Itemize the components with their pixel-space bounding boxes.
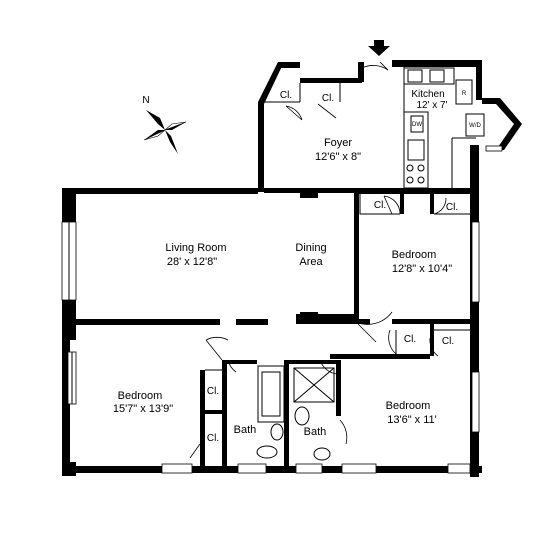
- dishwasher-label: DW: [412, 122, 422, 128]
- closet-label: Cl.: [280, 90, 292, 101]
- bedroom-east-label: Bedroom: [392, 249, 437, 261]
- entry-arrow-icon: [368, 40, 390, 56]
- sink-icon: [313, 447, 331, 461]
- door-swings: [189, 61, 447, 459]
- closet-label: Cl.: [207, 433, 219, 444]
- stove-icon: [406, 164, 425, 184]
- compass-icon: [143, 110, 187, 154]
- closet-label: Cl.: [374, 200, 386, 211]
- fixtures: [256, 67, 485, 461]
- bedroom-west-label: Bedroom: [118, 390, 163, 402]
- washer-dryer-label: W/D: [469, 123, 481, 129]
- living-room-dimensions: 28' x 12'8": [167, 256, 217, 268]
- closet-label: Cl.: [322, 93, 334, 104]
- toilet-icon: [270, 423, 284, 441]
- sink-icon: [256, 445, 278, 459]
- closet-label: Cl.: [404, 334, 416, 345]
- refrigerator-label: R: [462, 91, 467, 97]
- closet-label: Cl.: [207, 386, 219, 397]
- compass-north-label: N: [142, 95, 149, 106]
- closet-label: Cl.: [446, 202, 458, 213]
- bath-1-label: Bath: [234, 424, 257, 436]
- dining-area-label-2: Area: [299, 256, 323, 268]
- bedroom-west-dimensions: 15'7" x 13'9": [113, 403, 173, 415]
- walls: [62, 60, 522, 477]
- dining-area-label: Dining: [295, 242, 326, 254]
- kitchen-label: Kitchen: [411, 89, 444, 100]
- kitchen-dimensions: 12' x 7': [416, 100, 447, 111]
- closet-label: Cl.: [442, 336, 454, 347]
- bathtub-icon: [257, 365, 285, 423]
- toilet-icon: [294, 406, 310, 426]
- bath-2-label: Bath: [304, 426, 327, 438]
- windows: [61, 145, 503, 474]
- foyer-label: Foyer: [324, 137, 352, 149]
- foyer-dimensions: 12'6" x 8": [315, 151, 361, 163]
- interior-lines: [205, 67, 476, 371]
- bedroom-south-label: Bedroom: [386, 400, 431, 412]
- bedroom-south-dimensions: 13'6" x 11': [387, 414, 437, 426]
- shower-icon: [293, 367, 335, 403]
- bedroom-east-dimensions: 12'8" x 10'4": [392, 263, 452, 275]
- living-room-label: Living Room: [165, 242, 226, 254]
